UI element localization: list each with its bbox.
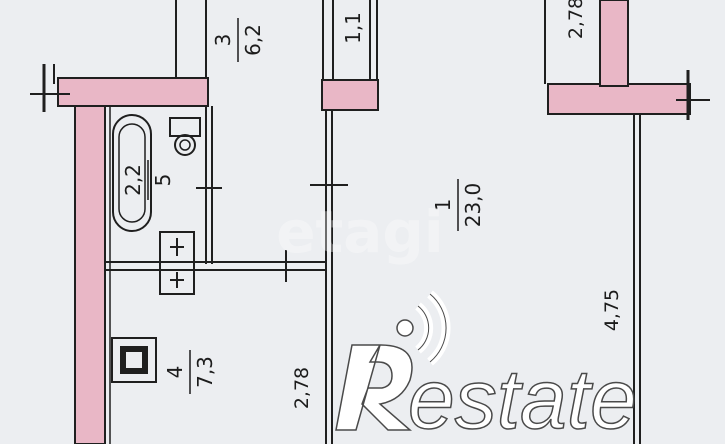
room-label-3: 3 6,2 [211, 18, 265, 62]
logo-r-mark [335, 344, 413, 431]
room-area: 1,1 [341, 12, 365, 44]
room-area: 23,0 [461, 183, 485, 228]
watermark-logo: estate [335, 290, 638, 444]
room-label-5: 2,2 5 [121, 160, 175, 200]
dimension-top-right: 2,78 [565, 0, 587, 39]
wall-top-left-column [175, 0, 207, 78]
stove-icon [111, 337, 157, 383]
wall-right [544, 0, 710, 444]
dimension-right: 4,75 [601, 289, 623, 331]
logo-wordmark: estate [408, 352, 637, 444]
wall-central [310, 0, 379, 444]
bathtub-icon [112, 114, 152, 232]
room-number: 5 [151, 174, 175, 187]
watermark-center: etagi [276, 198, 444, 266]
vent-shaft-icon [159, 231, 195, 295]
room-label-4: 4 7,3 [163, 350, 217, 394]
room-label-1: 1 23,0 [431, 179, 485, 231]
room-number: 4 [163, 366, 187, 379]
room-area: 6,2 [241, 24, 265, 56]
wall-left [30, 64, 209, 444]
room-area: 7,3 [193, 356, 217, 388]
dimension-bottom-mid: 2,78 [291, 367, 313, 409]
logo-signal-icon [396, 290, 451, 366]
room-label-top: 1,1 [341, 12, 365, 44]
room-number: 3 [211, 34, 235, 47]
svg-text:4,75: 4,75 [601, 289, 623, 331]
toilet-icon [169, 117, 201, 156]
wall-bathroom [105, 106, 326, 444]
room-area: 2,2 [121, 164, 145, 196]
svg-text:2,78: 2,78 [291, 367, 313, 409]
room-number: 1 [431, 199, 455, 212]
svg-text:2,78: 2,78 [565, 0, 587, 39]
